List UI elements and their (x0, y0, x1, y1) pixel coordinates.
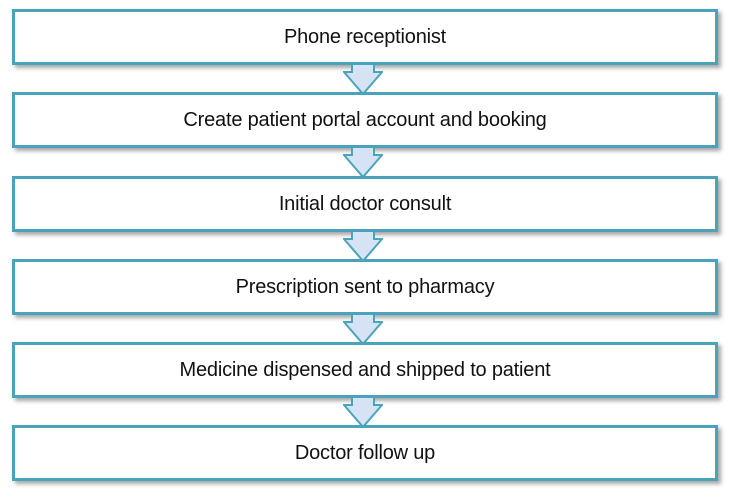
down-arrow-icon (343, 396, 383, 428)
step-prescription: Prescription sent to pharmacy (12, 259, 718, 315)
step-label: Phone receptionist (283, 25, 447, 48)
down-arrow-icon (343, 313, 383, 345)
step-label: Initial doctor consult (278, 192, 452, 215)
step-label: Doctor follow up (294, 441, 436, 464)
step-create-portal-account: Create patient portal account and bookin… (12, 92, 718, 148)
step-label: Create patient portal account and bookin… (183, 108, 547, 131)
down-arrow-icon (343, 146, 383, 178)
step-medicine-dispensed: Medicine dispensed and shipped to patien… (12, 342, 718, 398)
step-doctor-follow-up: Doctor follow up (12, 425, 718, 481)
step-phone-receptionist: Phone receptionist (12, 9, 718, 65)
step-label: Prescription sent to pharmacy (235, 275, 495, 298)
step-label: Medicine dispensed and shipped to patien… (179, 358, 551, 381)
down-arrow-icon (343, 63, 383, 95)
down-arrow-icon (343, 230, 383, 262)
step-initial-consult: Initial doctor consult (12, 176, 718, 232)
